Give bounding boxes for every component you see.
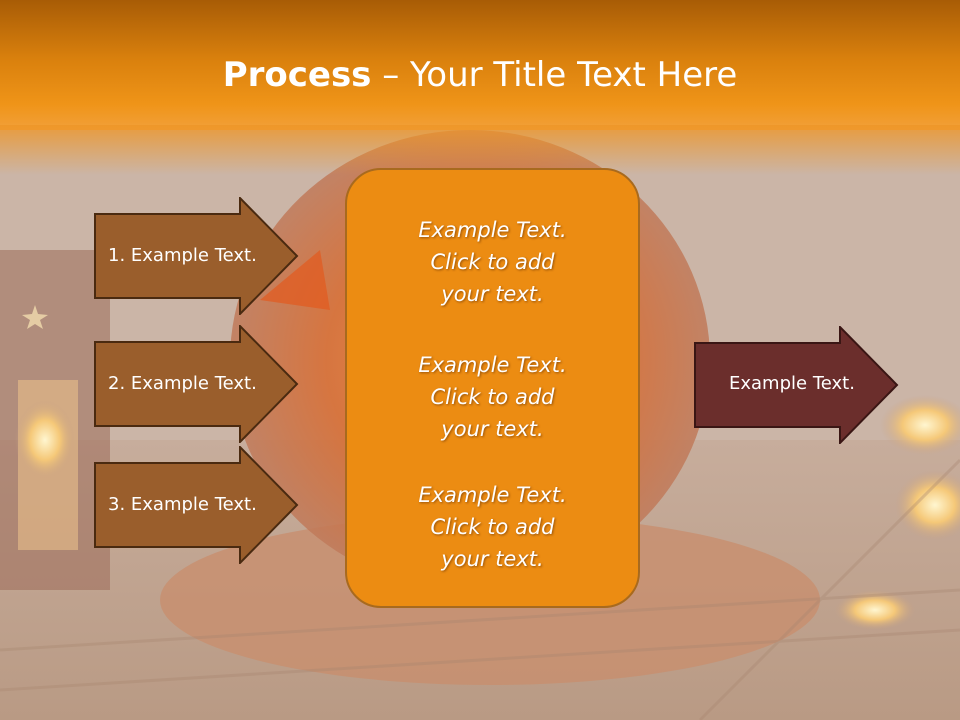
step-3-label: 3. Example Text.: [108, 494, 257, 515]
step-3-arrow[interactable]: [94, 446, 300, 564]
block-3-line-2: Click to add: [430, 515, 555, 539]
step-2-arrow[interactable]: [94, 325, 300, 443]
step-2-label: 2. Example Text.: [108, 373, 257, 394]
block-1-line-2: Click to add: [430, 250, 555, 274]
center-text-block-1[interactable]: Example Text. Click to add your text.: [347, 214, 638, 310]
block-2-line-1: Example Text.: [418, 353, 567, 377]
result-label: Example Text.: [729, 373, 855, 394]
block-1-line-1: Example Text.: [418, 218, 567, 242]
title-bar: [0, 0, 960, 130]
title-rest: – Your Title Text Here: [371, 55, 738, 95]
result-arrow[interactable]: [694, 326, 900, 444]
block-2-line-3: your text.: [441, 417, 544, 441]
step-1-arrow[interactable]: [94, 197, 300, 315]
slide-title[interactable]: Process – Your Title Text Here: [0, 52, 960, 98]
block-2-line-2: Click to add: [430, 385, 555, 409]
center-text-block-2[interactable]: Example Text. Click to add your text.: [347, 349, 638, 445]
block-1-line-3: your text.: [441, 282, 544, 306]
title-bold: Process: [222, 55, 372, 95]
step-1-label: 1. Example Text.: [108, 245, 257, 266]
center-text-block-3[interactable]: Example Text. Click to add your text.: [347, 479, 638, 575]
center-process-box[interactable]: Example Text. Click to add your text. Ex…: [345, 168, 640, 608]
title-bar-fade: [0, 125, 960, 175]
block-3-line-1: Example Text.: [418, 483, 567, 507]
block-3-line-3: your text.: [441, 547, 544, 571]
